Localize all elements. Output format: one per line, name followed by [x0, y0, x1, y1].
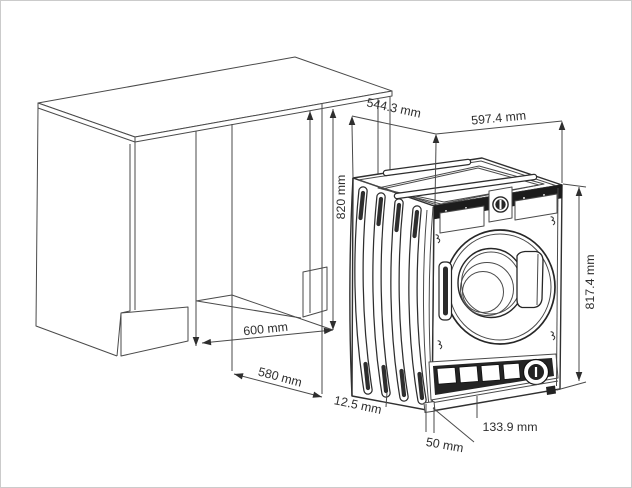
- dim-label-817-4: 817.4 mm: [583, 254, 597, 309]
- dim-label-50: 50 mm: [425, 435, 465, 455]
- screw-marks: [435, 216, 556, 350]
- dimension-niche-height: 820 mm: [329, 109, 348, 330]
- dim-label-597-4: 597.4 mm: [471, 108, 527, 127]
- dimension-plinth-gap: 50 mm: [425, 404, 465, 455]
- kick-panel: [423, 353, 559, 413]
- top-recessed-tray: [377, 165, 545, 205]
- dim-label-600: 600 mm: [243, 320, 289, 339]
- dimension-machine-height: 817.4 mm: [575, 187, 597, 381]
- door-handle: [516, 250, 544, 309]
- machine-left-foot: [423, 401, 436, 413]
- door-assembly: [438, 229, 556, 345]
- control-panel-right-window: [514, 193, 558, 221]
- cabinet-drawing: [35, 56, 393, 357]
- washing-machine-drawing: [349, 157, 563, 413]
- side-vent-slots: [354, 186, 427, 405]
- dimension-service-area-height: 133.9 mm: [432, 396, 538, 443]
- cabinet-left-side: [35, 107, 118, 357]
- kick-vents: [436, 362, 521, 385]
- dimension-niche-depth: 600 mm: [192, 320, 334, 346]
- dimension-machine-top-width: 597.4 mm: [435, 108, 566, 135]
- niche-floor-front-edge: [196, 300, 302, 319]
- drum-opening: [460, 262, 514, 316]
- partition-base: [195, 294, 233, 302]
- cabinet-kick-plate: [120, 306, 189, 357]
- niche-rear-plinth: [302, 266, 328, 318]
- extension-lines: [195, 104, 587, 394]
- machine-right-foot: [546, 385, 556, 395]
- dim-label-820: 820 mm: [334, 175, 348, 220]
- dim-label-133-9: 133.9 mm: [482, 420, 537, 434]
- niche-floor-back-edge: [231, 294, 334, 331]
- control-panel-left-window: [439, 205, 485, 234]
